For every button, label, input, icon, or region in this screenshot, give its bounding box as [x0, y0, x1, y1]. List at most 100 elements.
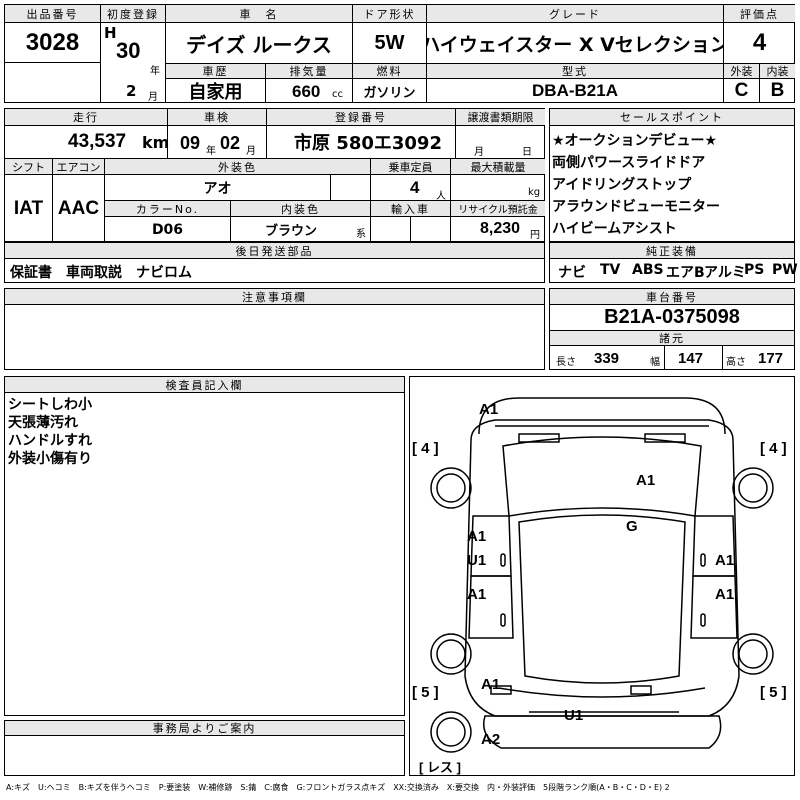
import-label: 輸入車	[371, 201, 450, 216]
tire-spare: レス	[426, 760, 453, 775]
door-label: ドア形状	[353, 5, 426, 22]
reg-label: 初度登録	[101, 5, 165, 22]
load-label: 最大積載量	[451, 159, 545, 174]
later-parts-block	[4, 242, 545, 283]
equipment-item: エアB	[666, 265, 705, 281]
sales-item: ★オークションデビュー★	[552, 133, 718, 149]
name-label: 車 名	[166, 5, 352, 22]
capacity-unit: 人	[436, 191, 446, 202]
legend: A:キズ U:ヘコミ B:キズを伴うヘコミ P:要塗装 W:補修跡 S:錆 C:…	[6, 783, 670, 792]
model: DBA-B21A	[532, 81, 618, 100]
mark-rear-gate: U1	[564, 707, 584, 724]
reg-month: 2	[126, 82, 137, 100]
score-label: 評価点	[724, 5, 795, 22]
mark-left-front-door-2: U1	[467, 552, 487, 569]
interior-color: ブラウン	[264, 224, 317, 239]
disp-unit: cc	[332, 89, 343, 100]
fuel: ガソリン	[363, 85, 416, 101]
sales-item: 両側パワースライドドア	[552, 155, 706, 171]
mark-left-front-door: A1	[467, 528, 487, 545]
car-name: デイズ ルークス	[186, 32, 332, 57]
equipment-item: アルミ	[704, 265, 746, 281]
disp-label: 排気量	[266, 64, 352, 78]
registration-number: 市原 580エ3092	[294, 133, 442, 154]
int-grade: B	[770, 80, 785, 101]
exterior-color: アオ	[203, 180, 232, 197]
transfer-month: 月	[474, 147, 484, 158]
tire-fr: 4	[769, 440, 778, 457]
fuel-label: 燃料	[353, 64, 426, 78]
shift-label: シフト	[5, 159, 52, 174]
chassis-block	[549, 288, 795, 370]
notes-block	[4, 288, 545, 370]
inspect-month: 02	[220, 133, 241, 153]
inspector-line: ハンドルすれ	[8, 433, 92, 449]
color-label: 外装色	[105, 159, 370, 174]
width-label: 幅	[650, 357, 660, 368]
lot-number: 3028	[25, 28, 80, 56]
height-label: 高さ	[726, 357, 746, 368]
dims-label: 諸元	[550, 331, 794, 345]
int-label: 内装	[760, 64, 795, 78]
colorno-label: カラーNo.	[105, 201, 230, 216]
chassis-number: B21A-0375098	[604, 306, 740, 328]
mark-rear-bumper: A2	[481, 731, 501, 748]
shift: IAT	[13, 197, 44, 219]
office-block	[4, 720, 405, 776]
intcolor-label: 内装色	[231, 201, 370, 216]
inspector-line: 天張薄汚れ	[8, 415, 78, 431]
month-unit: 月	[148, 92, 158, 103]
grade-label: グレード	[427, 5, 723, 22]
ext-grade: C	[734, 80, 749, 101]
inspect-label: 車検	[168, 109, 266, 125]
history-label: 車歴	[166, 64, 265, 78]
ac-label: エアコン	[53, 159, 104, 174]
color-number: D06	[151, 221, 184, 238]
equipment-item: ABS	[632, 262, 664, 278]
capacity: 4	[410, 178, 420, 197]
lot-label: 出品番号	[5, 5, 100, 22]
sales-item: アラウンドビューモニター	[552, 199, 720, 215]
car-outline	[430, 397, 774, 753]
inspector-line: 外装小傷有り	[8, 451, 92, 467]
mark-front-bumper: A1	[479, 401, 499, 418]
door-type: 5W	[374, 31, 405, 54]
mark-rear-left: A1	[481, 676, 501, 693]
equipment-label: 純正装備	[550, 243, 794, 258]
reg-year: 30	[116, 38, 141, 63]
chassis-label: 車台番号	[550, 289, 794, 304]
model-label: 型式	[427, 64, 723, 78]
displacement: 660	[292, 82, 321, 101]
capacity-label: 乗車定員	[371, 159, 450, 174]
spec-block	[4, 108, 545, 242]
sales-item: アイドリングストップ	[552, 177, 692, 193]
inspect-month-unit: 月	[246, 146, 256, 157]
intcolor-unit: 系	[356, 229, 366, 240]
tire-rl: 5	[421, 684, 430, 701]
score: 4	[752, 29, 767, 56]
transfer-day: 日	[522, 147, 532, 158]
car-diagram	[409, 376, 795, 776]
mark-left-rear-door: A1	[467, 586, 487, 603]
equipment-item: ナビ	[558, 265, 586, 281]
later-parts-text: 保証書 車両取説 ナビロム	[10, 265, 192, 281]
recycle-unit: 円	[530, 230, 540, 241]
aircon: AAC	[57, 197, 100, 219]
mileage: 43,537	[68, 131, 127, 152]
tire-rr: 5	[769, 684, 778, 701]
equipment-item: PW	[772, 262, 798, 278]
sales-label: セールスポイント	[550, 109, 794, 125]
later-parts-label: 後日発送部品	[5, 243, 544, 258]
sales-item: ハイビームアシスト	[552, 221, 677, 237]
regno-label: 登録番号	[267, 109, 455, 125]
width: 147	[678, 350, 704, 367]
grade: ハイウェイスター X Vセレクション	[427, 33, 723, 56]
inspector-line: シートしわ小	[8, 397, 92, 413]
year-unit: 年	[150, 66, 160, 77]
recycle-label: リサイクル預託金	[451, 201, 545, 216]
notes-label: 注意事項欄	[5, 289, 544, 304]
ext-label: 外装	[724, 64, 759, 78]
mark-hood: A1	[636, 472, 656, 489]
inspector-block	[4, 376, 405, 716]
history: 自家用	[188, 82, 243, 103]
